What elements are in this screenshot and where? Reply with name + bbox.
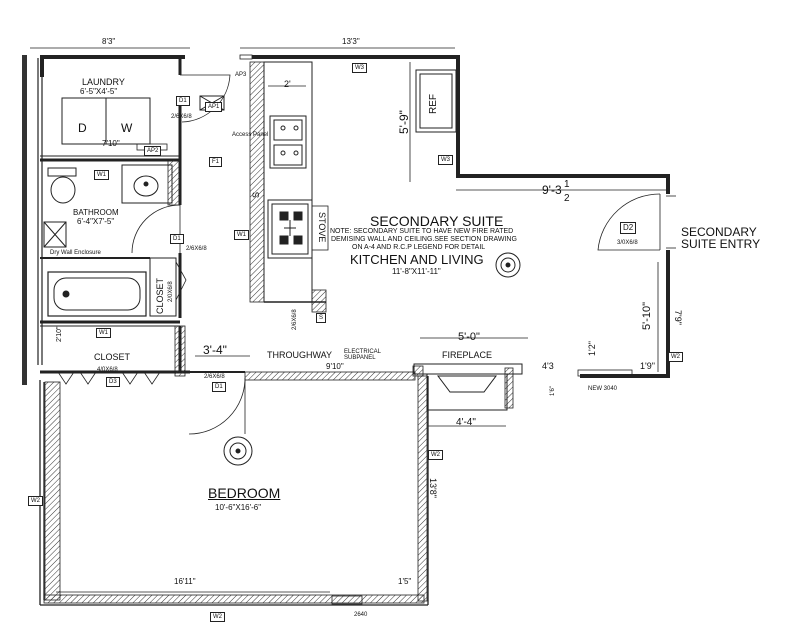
- dim-5-0: 5'-0": [458, 331, 480, 343]
- door-size-laundry: 2/6X6/8: [171, 114, 192, 120]
- suite-title: SECONDARY SUITE: [370, 213, 504, 229]
- tag-ap2: AP2: [144, 146, 162, 156]
- fireplace: [413, 363, 523, 411]
- closet-label: CLOSET: [94, 352, 131, 362]
- dim-top-left: 8'3": [102, 37, 116, 46]
- left-exterior-wall: [37, 58, 43, 365]
- stove-label: STOVE: [317, 212, 327, 243]
- tag-ap3: AP3: [235, 72, 247, 78]
- dim-1-6: 1'6": [550, 386, 556, 396]
- tag-d1-laundry: D1: [176, 96, 190, 106]
- laundry-room: [40, 55, 231, 162]
- dim-9-10: 9'10": [326, 362, 344, 371]
- tag-d1-bath: D1: [170, 234, 184, 244]
- left-exterior-edge: [22, 55, 27, 385]
- bathroom-size: 6'-4"X7'-5": [77, 217, 115, 226]
- tag-w1-kitchen: W1: [234, 230, 249, 240]
- door-size-bath: 2/6X6/8: [186, 246, 207, 252]
- tag-w2-bottom: W2: [210, 612, 225, 622]
- dim-laundry-width: 7'10": [102, 139, 120, 148]
- suite-note-1: NOTE: SECONDARY SUITE TO HAVE NEW FIRE R…: [330, 228, 514, 235]
- tag-w1-closet: W1: [96, 328, 111, 338]
- ceiling-fan-icon: [223, 252, 521, 466]
- kitchen-living-size: 11'-8"X11'-11": [392, 267, 441, 276]
- closet-door: 4/0X6/8: [97, 367, 118, 373]
- door-size-kitchen: 2/6X6/8: [292, 309, 298, 330]
- tag-w2-left: W2: [28, 496, 43, 506]
- fireplace-label: FIREPLACE: [442, 350, 493, 360]
- tag-d3: D3: [106, 377, 120, 387]
- bedroom-walls: [39, 376, 429, 606]
- door-size-entry: 3/0X6/8: [617, 240, 638, 246]
- suite-note-3: ON A-4 AND R.C.P LEGEND FOR DETAIL: [352, 244, 486, 251]
- tag-w2-bedroom: W2: [428, 450, 443, 460]
- s-tag: S: [251, 191, 261, 198]
- washer-label: W: [121, 121, 133, 135]
- tag-ap1: AP1: [205, 102, 223, 112]
- ref-label: REF: [428, 94, 439, 114]
- laundry-label: LAUNDRY: [82, 77, 125, 87]
- dry-wall-note: Dry Wall Enclosure: [50, 250, 101, 256]
- dim-1-9: 1'9": [640, 361, 655, 371]
- dim-9-3-denominator: 2: [564, 193, 570, 204]
- dim-5-10: 5'-10": [641, 301, 653, 330]
- hatched-walls: [43, 61, 514, 604]
- suite-entry-door: [597, 193, 676, 251]
- tag-s-small: S: [316, 313, 327, 323]
- door-size-throughway: 2/6X6/8: [204, 374, 225, 380]
- access-panel-label: Access Panel: [232, 132, 269, 138]
- tag-d2: D2: [620, 222, 637, 234]
- laundry-size: 6'-5"X4'-5": [80, 87, 118, 96]
- dim-4-4: 4'-4": [456, 417, 476, 428]
- tag-f1: F1: [209, 157, 223, 167]
- bedroom-label: BEDROOM: [208, 485, 281, 501]
- dimension-lines: [56, 62, 666, 593]
- dim-2-10: 2'10": [56, 326, 63, 342]
- tag-d1-throughway: D1: [212, 382, 226, 392]
- dim-1-2: 1'2": [587, 341, 597, 356]
- windows: [239, 54, 633, 605]
- dim-9-3-numerator: 1: [564, 179, 570, 190]
- tag-w3-right: W3: [438, 155, 453, 165]
- entry-label-2: SUITE ENTRY: [681, 237, 761, 251]
- bathroom-label: BATHROOM: [73, 208, 119, 217]
- kitchen-living-label: KITCHEN AND LIVING: [350, 252, 484, 267]
- dim-9-3: 9'-3: [542, 183, 562, 197]
- suite-note-2: DEMISING WALL AND CEILING.SEE SECTION DR…: [331, 236, 517, 243]
- dim-13-8: 13'8": [428, 478, 438, 498]
- dim-1-5: 1'5": [398, 577, 412, 586]
- throughway-door: [185, 371, 246, 435]
- dim-5-9: 5'-9": [397, 110, 411, 134]
- new-window-label: NEW 3040: [588, 386, 618, 392]
- dim-4-3: 4'3: [542, 361, 554, 371]
- entry-label-1: SECONDARY: [681, 225, 757, 239]
- kitchen-counter: [263, 61, 329, 303]
- tag-w2-right: W2: [668, 352, 683, 362]
- closet-small-door: 2/0X6/8: [168, 281, 174, 302]
- dim-top-right: 13'3": [342, 37, 360, 46]
- electrical-label: ELECTRICAL SUBPANEL: [344, 349, 381, 361]
- dryer-label: D: [78, 121, 87, 135]
- bottom-window-label: 2640: [354, 612, 368, 618]
- dim-16-11: 16'11": [174, 577, 196, 586]
- tag-w1-bath: W1: [94, 170, 109, 180]
- tag-w3-top: W3: [352, 63, 367, 73]
- dim-7-9: 7'9": [673, 310, 683, 325]
- closet-small-label: CLOSET: [155, 277, 165, 314]
- dim-counter-2: 2': [284, 79, 291, 89]
- dim-3-4: 3'-4": [203, 343, 227, 357]
- throughway-label: THROUGHWAY: [267, 350, 332, 360]
- bedroom-size: 10'-6"X16'-6": [215, 503, 262, 512]
